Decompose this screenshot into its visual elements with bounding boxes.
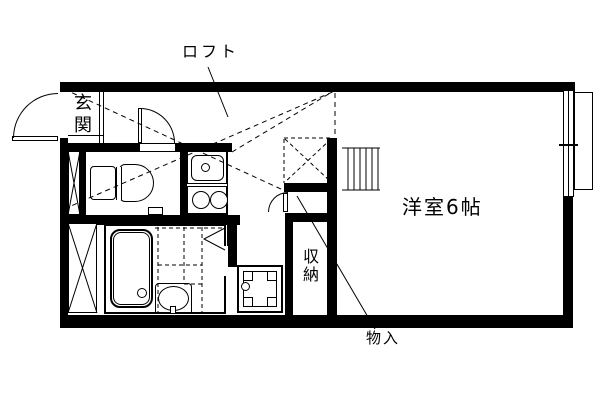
bath-door-gap [223, 246, 228, 276]
bathtub-drain [137, 288, 147, 298]
hall-bottom-wall [175, 143, 232, 152]
bathtub-inner [113, 232, 150, 305]
pan-corner-tab-tr [267, 271, 277, 281]
closet-label: 収納 [302, 247, 319, 284]
storage-label: 物入 [366, 329, 401, 347]
bottom-wall [60, 315, 573, 328]
entrance-hall-partition [99, 92, 104, 143]
storage-leader-line [296, 195, 376, 330]
window-outer-frame [574, 92, 593, 190]
window-center-rail [568, 91, 569, 196]
mid-horizontal-wall [60, 215, 240, 225]
entrance-bottom-wall [60, 143, 140, 152]
pan-faucet [241, 282, 250, 291]
bath-right-wall [227, 217, 237, 267]
toilet-shaft-wall [79, 150, 86, 216]
pipe-shaft-lower-x [67, 222, 98, 314]
door-threshold [140, 143, 175, 152]
storage-top-wall [288, 213, 327, 222]
stove-burner-right [210, 191, 228, 209]
entrance-step-line [68, 135, 103, 136]
top-wall [60, 82, 575, 92]
pan-corner-tab-bl [243, 297, 253, 307]
closet-left-wall [285, 213, 293, 315]
loft-hatch-x [284, 138, 332, 183]
pan-corner-tab-tl [243, 271, 253, 281]
kitchen-left-wall [180, 150, 186, 217]
pan-corner-tab-br [267, 297, 277, 307]
entrance-label: 玄関 [74, 93, 92, 136]
loft-leader-line [207, 66, 229, 118]
toilet-seat-hinge [116, 167, 122, 200]
toilet-paper-holder [148, 207, 163, 215]
pipe-shaft-upper-x [67, 150, 81, 216]
kitchen-faucet [201, 163, 210, 172]
hatch-bottom-wall [284, 183, 332, 192]
right-wall [563, 197, 573, 328]
bath-dashed-lines [155, 227, 222, 313]
kitchen-sink [191, 155, 224, 181]
western-room-label: 洋室6帖 [402, 195, 483, 219]
loft-dashed-line-a [63, 88, 284, 191]
loft-dashed-line-b [63, 89, 338, 210]
washbasin-drain [170, 306, 176, 314]
stove-burner-left [192, 191, 210, 209]
left-wall [60, 138, 68, 328]
loft-ladder [342, 147, 380, 191]
loft-dashed-line-c [231, 91, 333, 153]
window-tick [559, 144, 578, 146]
toilet-tank [90, 166, 116, 200]
main-vertical-wall [327, 138, 337, 315]
loft-label: ロフト [182, 42, 240, 61]
bath-door-triangle [202, 227, 226, 251]
